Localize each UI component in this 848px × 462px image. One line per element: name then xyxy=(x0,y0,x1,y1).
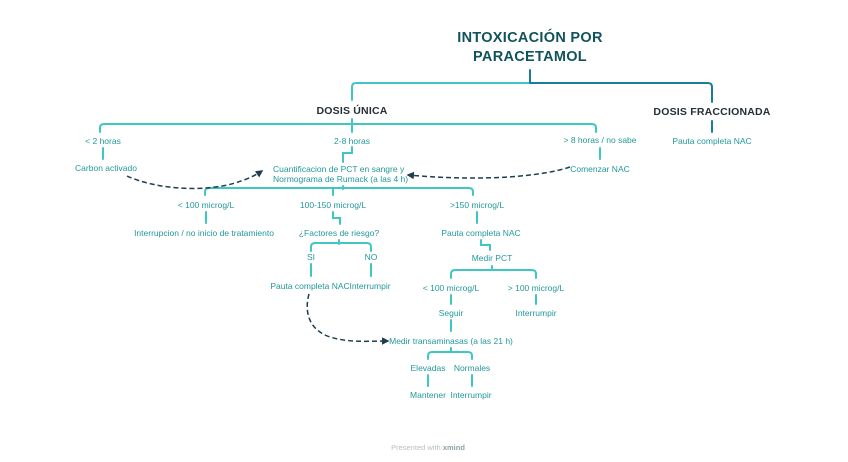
dashed-arrow-pauta-to-transaminasas xyxy=(306,293,390,345)
node-mantener: Mantener xyxy=(410,390,446,400)
page-title: INTOXICACIÓN POR PARACETAMOL xyxy=(457,29,603,67)
node-lt-100-microg: < 100 microg/L xyxy=(177,200,235,210)
node-lt-2-horas: < 2 horas xyxy=(85,136,121,146)
node-pct-lt-100: < 100 microg/L xyxy=(422,283,480,293)
footer-credit: Presented with xmind xyxy=(391,443,465,452)
node-pct-gt-100: > 100 microg/L xyxy=(507,283,565,293)
node-cuantificacion-pct: Cuantificacion de PCT en sangre y Normog… xyxy=(273,164,408,184)
node-medir-pct: Medir PCT xyxy=(471,253,513,263)
page-title-line2: PARACETAMOL xyxy=(473,49,587,65)
node-pauta-completa-nac-150: Pauta completa NAC xyxy=(441,228,521,238)
node-cuantificacion-line2: Normograma de Rumack (a las 4 h) xyxy=(273,174,409,184)
dashed-arrow-comenzar-to-cuantificacion xyxy=(406,166,571,180)
node-comenzar-nac: Comenzar NAC xyxy=(570,164,630,174)
node-pauta-completa-nac-si: Pauta completa NAC xyxy=(270,281,350,291)
node-seguir: Seguir xyxy=(438,308,464,318)
node-elevadas: Elevadas xyxy=(410,363,446,373)
dashed-arrow-carbon-to-cuantificacion xyxy=(126,170,264,190)
node-cuantificacion-line1: Cuantificacion de PCT en sangre y xyxy=(273,164,405,174)
light-connectors xyxy=(99,82,601,387)
page-title-line1: INTOXICACIÓN POR xyxy=(457,30,603,46)
node-gt-8-horas: > 8 horas / no sabe xyxy=(563,135,637,145)
node-2-8-horas: 2-8 horas xyxy=(334,136,370,146)
node-factores-riesgo: ¿Factores de riesgo? xyxy=(298,228,380,238)
node-interrumpir-normales: Interrumpir xyxy=(450,390,492,400)
node-interrumpir-no: Interrumpir xyxy=(349,281,391,291)
node-no: NO xyxy=(364,252,378,262)
node-dosis-fraccionada: DOSIS FRACCIONADA xyxy=(653,106,771,118)
node-interrumpir-pct: Interrumpir xyxy=(515,308,557,318)
node-interrupcion: Interrupcion / no inicio de tratamiento xyxy=(134,228,274,238)
node-100-150-microg: 100-150 microg/L xyxy=(299,200,367,210)
node-medir-transaminasas: Medir transaminasas (a las 21 h) xyxy=(389,336,513,346)
node-si: SI xyxy=(306,252,316,262)
node-gt-150-microg: >150 microg/L xyxy=(449,200,505,210)
footer-presented-text: Presented with xyxy=(391,443,441,452)
node-normales: Normales xyxy=(453,363,491,373)
node-pauta-completa-nac-fraccionada: Pauta completa NAC xyxy=(672,136,752,146)
dark-connectors xyxy=(529,69,713,133)
node-dosis-unica: DOSIS ÚNICA xyxy=(316,105,388,117)
footer-brand: xmind xyxy=(442,443,465,452)
node-carbon-activado: Carbon activado xyxy=(75,163,137,173)
